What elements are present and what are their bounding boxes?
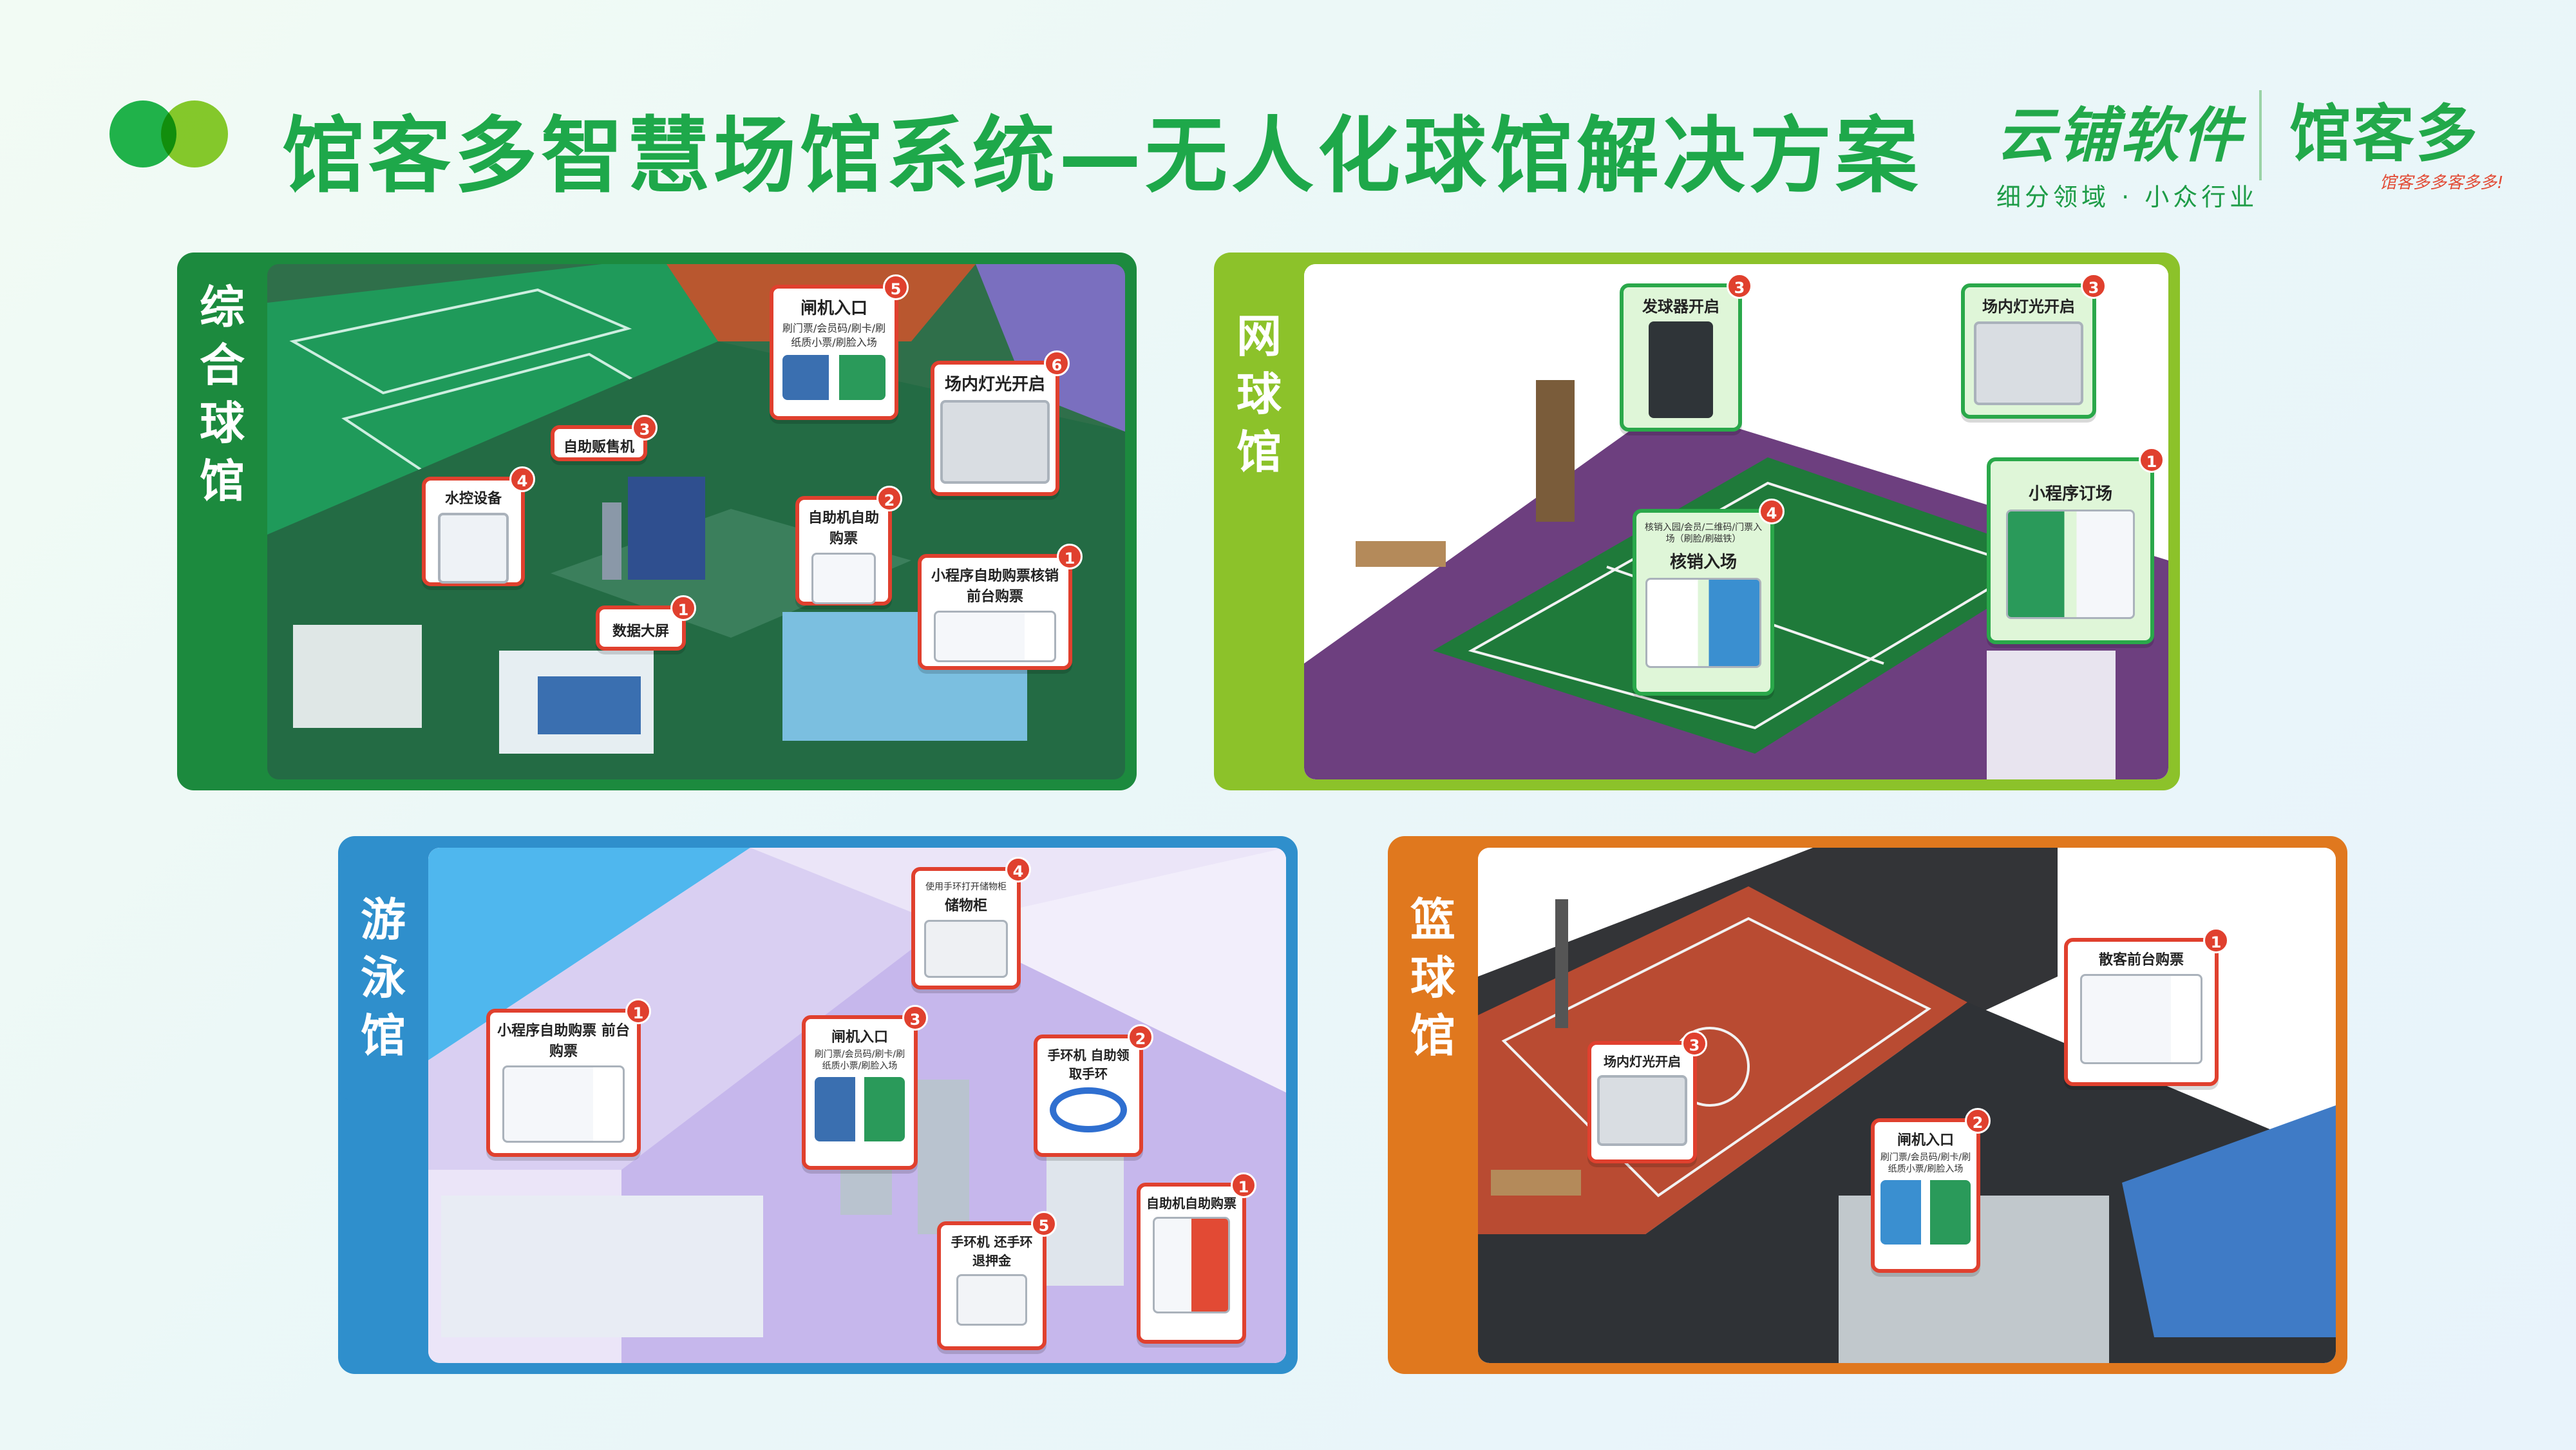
callout-verify-entry: 4 核销入园/会员/二维码/门票入场（刷脸/刷磁铁） 核销入场 [1633, 499, 1785, 696]
callout-gate-entry: 3 闸机入口 刷门票/会员码/刷卡/刷纸质小票/刷脸入场 [802, 1005, 928, 1170]
panel-tab-swimming: 游 泳 馆 [338, 855, 428, 1100]
light-controller-icon [1974, 321, 2083, 405]
brand-divider [2259, 90, 2262, 180]
callout-locker: 4 使用手环打开储物柜 储物柜 [911, 857, 1031, 989]
callout-lights-on: 3 场内灯光开启 [1961, 273, 2107, 419]
callout-data-screen: 1 数据大屏 [596, 595, 696, 651]
page-title: 馆客多智慧场馆系统—无人化球馆解决方案 [282, 108, 1922, 204]
brand2-name: 馆客多 [2289, 98, 2479, 170]
scene-basketball: 3 场内灯光开启 1 散客前台购票 2 闸机入口 刷门票/会员码/刷卡/刷纸质小… [1478, 848, 2336, 1363]
gate-device-screens-icon [815, 1077, 905, 1141]
wristband-icon [1050, 1087, 1127, 1132]
callout-lights-on: 6 场内灯光开启 [931, 350, 1070, 496]
callout-wristband-dispenser: 2 手环机 自助领取手环 [1034, 1024, 1153, 1157]
panel-swimming-pool: 游 泳 馆 4 使用手环打开储物柜 储物柜 1 小程序自助购票 前台购票 [338, 836, 1298, 1374]
callout-mini-program-booking: 1 小程序订场 [1987, 447, 2164, 644]
monitor-phone-icon [502, 1065, 625, 1143]
panel-comprehensive-gym: 综 合 球 馆 5 闸机入口 刷门票/会员码/刷卡/刷纸质小票/刷脸入场 [177, 253, 1137, 790]
brand-slogan: 细分领域 · 小众行业 [1996, 183, 2259, 211]
isometric-swimming-illustration [428, 848, 1286, 1363]
ball-machine-icon [1649, 321, 1713, 418]
yunpu-brand: 云铺软件 细分领域 · 小众行业 [1996, 88, 2259, 213]
locker-icon [924, 920, 1008, 978]
scene-swimming: 4 使用手环打开储物柜 储物柜 1 小程序自助购票 前台购票 3 闸机入口 刷门… [428, 848, 1286, 1363]
kiosk-screen-icon [811, 553, 876, 604]
callout-wristband-return: 5 手环机 还手环退押金 [937, 1211, 1057, 1350]
verify-device-screens-icon [1645, 578, 1761, 668]
callout-mini-program-ticket: 1 小程序自助购票 前台购票 [486, 998, 651, 1157]
light-controller-icon [940, 400, 1050, 484]
gate-device-screens-icon [1880, 1180, 1971, 1245]
light-controller-icon [1597, 1075, 1687, 1146]
callout-vending-machine: 3 自助贩售机 [551, 415, 658, 461]
callout-water-control: 4 水控设备 [422, 466, 535, 586]
scene-tennis: 3 发球器开启 3 场内灯光开启 4 核销入园/会员/二维码/门票入场（刷脸/刷… [1304, 264, 2168, 779]
panel-tab-comprehensive: 综 合 球 馆 [177, 272, 267, 517]
guankeduo-brand: 馆客多 馆客多多客多多! [2289, 84, 2503, 193]
callout-lights-on: 3 场内灯光开启 [1587, 1031, 1707, 1163]
callout-ball-machine: 3 发球器开启 [1620, 273, 1752, 432]
scene-comprehensive: 5 闸机入口 刷门票/会员码/刷卡/刷纸质小票/刷脸入场 6 场内灯光开启 3 … [267, 264, 1125, 779]
monitor-phone-icon [2080, 974, 2202, 1064]
panel-tennis-court: 网 球 馆 3 发球器开启 3 场内灯光开启 4 核销入园/会员/二维码/门票入… [1214, 253, 2180, 790]
callout-front-desk-ticket: 1 散客前台购票 [2064, 928, 2229, 1086]
callout-gate-entry: 2 闸机入口 刷门票/会员码/刷卡/刷纸质小票/刷脸入场 [1871, 1108, 1991, 1273]
kiosk-screen-icon [1153, 1217, 1230, 1313]
callout-kiosk-ticket: 2 自助机自助购票 [795, 486, 902, 606]
panel-basketball-court: 篮 球 馆 3 场内灯光开启 1 散客前台购票 2 闸机 [1388, 836, 2347, 1374]
monitor-phone-icon [934, 611, 1056, 662]
isometric-gym-illustration [267, 264, 1125, 779]
brand-name: 云铺软件 [1996, 101, 2244, 170]
return-machine-icon [956, 1274, 1027, 1326]
phones-icon [2006, 510, 2135, 619]
panel-tab-basketball: 篮 球 馆 [1388, 855, 1478, 1100]
water-controller-icon [438, 513, 509, 584]
gate-device-screens-icon [782, 355, 886, 400]
callout-gate-entry: 5 闸机入口 刷门票/会员码/刷卡/刷纸质小票/刷脸入场 [770, 274, 909, 420]
brand2-tagline: 馆客多多客多多! [2380, 173, 2504, 193]
panel-tab-tennis: 网 球 馆 [1214, 272, 1304, 517]
brand-dots-logo [109, 95, 245, 173]
callout-mini-program-ticket: 1 小程序自助购票核销 前台购票 [918, 544, 1083, 670]
callout-kiosk-ticket: 1 自助机自助购票 [1137, 1172, 1256, 1344]
